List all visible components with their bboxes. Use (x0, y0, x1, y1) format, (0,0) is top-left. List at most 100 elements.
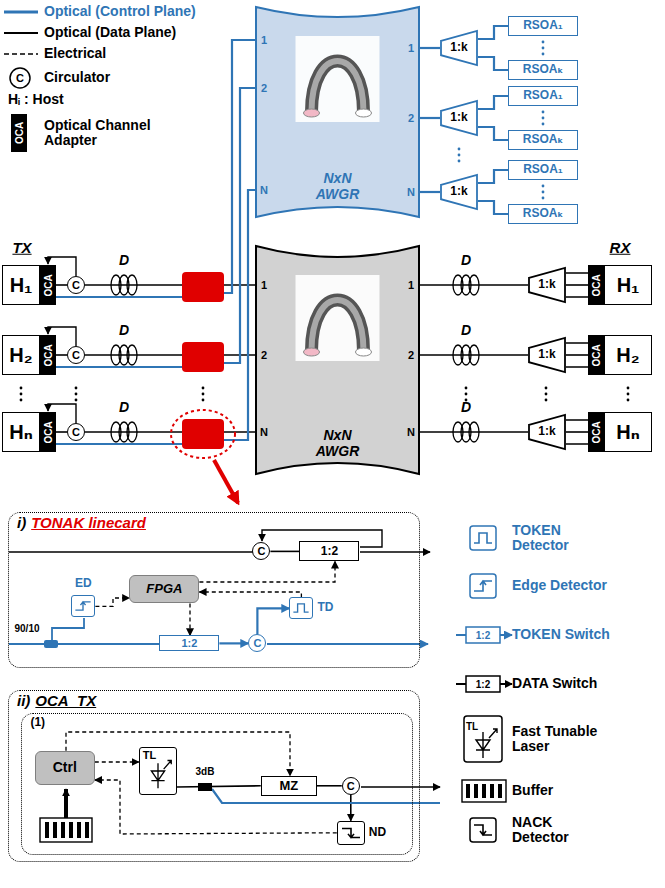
electrical-connector (95, 598, 129, 606)
fiber-spool (127, 422, 137, 442)
legend-text: Fast Tunable Laser (512, 724, 612, 755)
symbol-label: 90/10 (14, 623, 39, 634)
port-number: N (407, 426, 415, 438)
panel-heading: i) (17, 515, 26, 532)
legend-text: TOKEN Switch (512, 627, 612, 642)
control-connector (219, 642, 248, 644)
data-connector (566, 284, 588, 286)
detector-box (470, 526, 496, 550)
port-number: 2 (261, 82, 267, 94)
port-number: 2 (408, 112, 414, 124)
legend-text: Hᵢ : Host (8, 92, 64, 107)
ellipsis-dots (75, 393, 78, 396)
legend-text: Circulator (44, 70, 110, 85)
awgr-photo-ground (296, 275, 380, 361)
legend-line-electrical (4, 53, 38, 55)
legend-line-control (4, 11, 38, 14)
node-label: MZ (279, 779, 298, 793)
edge-detector: ED (71, 595, 95, 617)
node-label: 1:2 (181, 637, 197, 649)
electrical-connector (189, 603, 190, 635)
ellipsis-dots (542, 185, 545, 188)
awgr-port-lens (304, 109, 320, 117)
legend-text: Electrical (44, 46, 106, 61)
splitter-outline (529, 415, 565, 449)
ellipsis-dots (542, 111, 545, 114)
splitter: 1:k (528, 337, 566, 373)
token-detector: TD (289, 597, 313, 619)
awgr-control: NxN AWGR (255, 6, 420, 218)
symbol-label: C (16, 72, 24, 84)
controller-box: Ctrl (35, 751, 95, 785)
legend-oca-symbol (11, 114, 27, 152)
node-label: Ctrl (53, 760, 77, 775)
rsoa-box: RSOA₁ (508, 160, 578, 180)
detector-box (470, 574, 496, 598)
buffer-bar (498, 784, 502, 798)
legend-laser (464, 716, 502, 762)
data-connector (420, 431, 528, 433)
legend-circulator-symbol (10, 68, 30, 88)
splitter: 1:k (440, 174, 478, 210)
control-connector (478, 170, 508, 183)
awgr-outline (256, 7, 419, 217)
fiber-spool (469, 275, 479, 295)
control-connector (478, 57, 508, 70)
node-label: RSOAₖ (523, 133, 564, 146)
control-connector (420, 117, 440, 119)
splitter-output (478, 109, 486, 127)
node-label: RSOA₁ (523, 89, 563, 102)
node-label: ED (75, 577, 92, 590)
circulator: C (67, 346, 85, 364)
splitter-outline (441, 31, 477, 65)
fiber-delay-label: D (461, 323, 471, 338)
port-number: N (260, 184, 268, 196)
node-label: NxN AWGR (308, 428, 368, 459)
data-connector (350, 795, 352, 821)
buffer-symbol (40, 818, 92, 842)
node-label: OCA (591, 274, 602, 296)
detector-symbol (474, 533, 492, 543)
io-label: RX (610, 240, 631, 257)
rsoa-box: RSOAₖ (508, 204, 578, 224)
buffer-bar (466, 784, 470, 798)
ellipsis-dots (627, 393, 630, 396)
legend-detector (470, 526, 496, 550)
electrical-connector (199, 561, 335, 582)
port-number: 1 (261, 34, 267, 46)
legend-switch-box (466, 627, 500, 643)
circulator: C (252, 542, 270, 560)
node-label: C (72, 349, 80, 361)
splitter-output (566, 273, 588, 297)
ellipsis-dots (75, 387, 78, 390)
host-box: H₂ (604, 335, 652, 375)
buffer-bar (490, 784, 494, 798)
splitter-outline (441, 101, 477, 135)
circulator: C (67, 276, 85, 294)
splitter: 1:k (528, 414, 566, 450)
splitter-output (478, 183, 486, 201)
circulator: C (342, 777, 360, 795)
node-label: OCA (591, 344, 602, 366)
detector-symbol (474, 825, 492, 835)
rsoa-box: RSOA₁ (508, 86, 578, 106)
buffer-bar (45, 822, 49, 838)
legend-text: Optical (Control Plane) (44, 4, 196, 19)
node-label: H₂ (616, 344, 639, 366)
buffer-arrow (64, 789, 68, 818)
control-connector (478, 26, 508, 39)
buffer-bar (53, 822, 57, 838)
control-line (52, 618, 84, 640)
circulator: C (248, 634, 266, 652)
electrical-connector (199, 592, 301, 597)
control-line (224, 88, 255, 363)
data-line (361, 786, 440, 788)
fiber-delay-label: D (119, 323, 129, 338)
panel-heading: TONAK linecard (31, 515, 146, 532)
buffer-bar (85, 822, 89, 838)
host-box: H₂ (2, 335, 40, 375)
buffer-bar (61, 822, 65, 838)
node-label: RSOA₁ (523, 19, 563, 32)
awgr-waveguide (312, 300, 364, 351)
data-connector (420, 354, 528, 356)
